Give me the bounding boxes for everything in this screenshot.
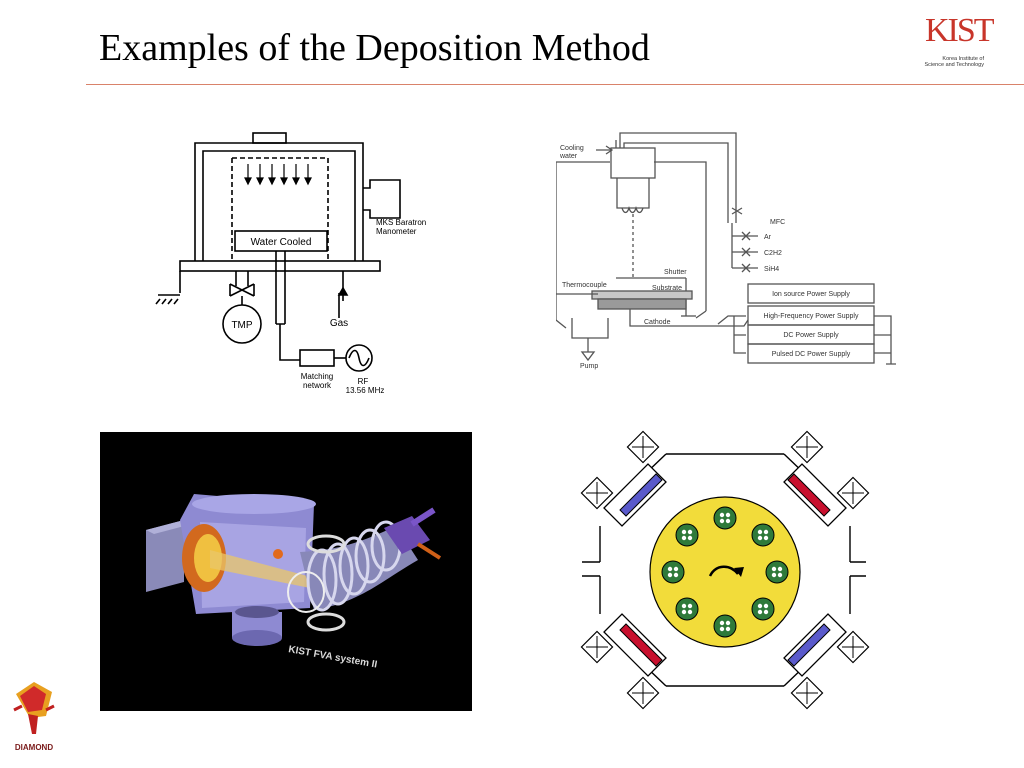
rf-label-2: 13.56 MHz	[346, 386, 385, 395]
supply-ion-label: Ion source Power Supply	[772, 291, 850, 298]
logo-subtitle-line1: Korea Institute of	[942, 56, 984, 62]
gas-sih4-label: SiH4	[764, 266, 779, 273]
diamond-mascot-logo: DIAMOND	[13, 682, 55, 752]
matching-label-1: Matching	[301, 372, 333, 381]
substrate-label: Substrate	[652, 285, 682, 292]
slide-title: Examples of the Deposition Method	[99, 27, 650, 69]
ion-source-diagram: Cooling water MFC Ar C2H2 SiH4 Shutter T…	[556, 132, 896, 370]
supply-hf-label: High-Frequency Power Supply	[764, 313, 859, 320]
gas-ar-label: Ar	[764, 234, 772, 241]
baratron-label-2: Manometer	[376, 227, 417, 236]
supply-dc-label: DC Power Supply	[783, 332, 839, 339]
fva-system-render: KIST FVA system II	[100, 432, 472, 711]
kist-logo: KIST Korea Institute of Science and Tech…	[880, 10, 995, 74]
water-cooled-label: Water Cooled	[251, 237, 312, 248]
tmp-label: TMP	[231, 320, 252, 331]
cooling-label-1: Cooling	[560, 145, 584, 152]
logo-subtitle-line2: Science and Technology	[924, 62, 984, 68]
shutter-label: Shutter	[664, 269, 687, 276]
logo-subtitle: Korea Institute of Science and Technolog…	[884, 56, 984, 68]
matching-label-2: network	[303, 381, 332, 390]
cathode-label: Cathode	[644, 319, 671, 326]
gas-c2h2-label: C2H2	[764, 250, 782, 257]
supply-pulsed-label: Pulsed DC Power Supply	[772, 351, 851, 358]
mfc-label: MFC	[770, 219, 785, 226]
pump-label: Pump	[580, 363, 598, 370]
rf-label-1: RF	[358, 377, 369, 386]
thermocouple-label: Thermocouple	[562, 282, 607, 289]
mascot-label: DIAMOND	[15, 743, 53, 752]
cooling-label-2: water	[559, 153, 578, 160]
octagonal-chamber-diagram	[580, 430, 870, 710]
rotation-arrow-icon	[708, 565, 739, 577]
title-divider	[86, 84, 1024, 85]
gas-label: Gas	[330, 318, 348, 329]
rf-chamber-diagram: Water Cooled MKS Baratron Manometer TMP …	[155, 132, 426, 395]
logo-letters: KIST	[925, 12, 995, 49]
baratron-label-1: MKS Baratron	[376, 218, 426, 227]
